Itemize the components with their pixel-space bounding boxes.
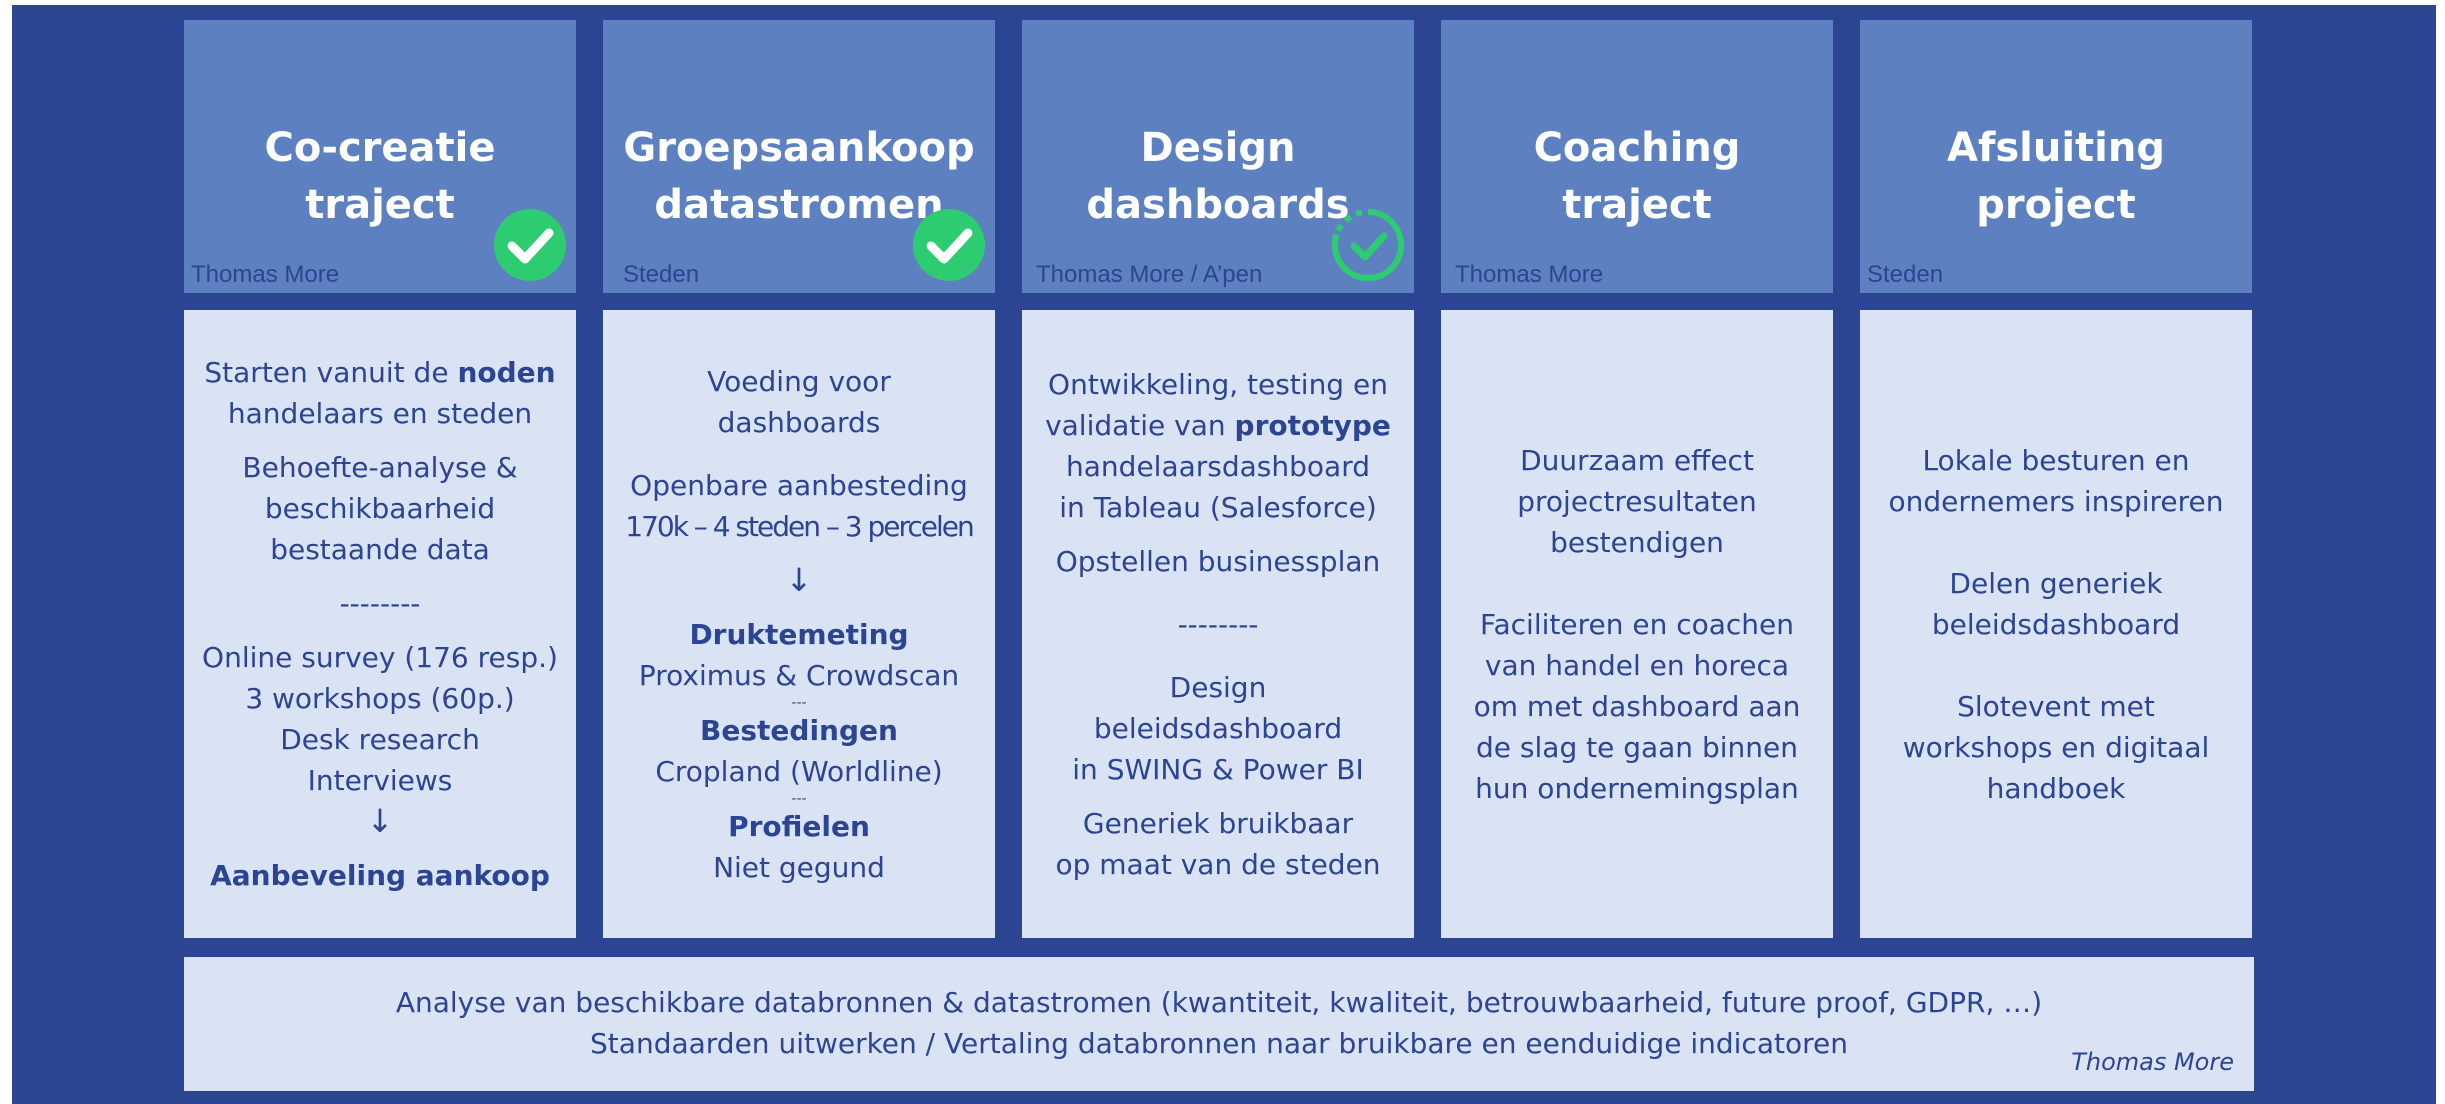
column-title: Groepsaankoop datastromen	[623, 125, 975, 228]
bottom-line-2: Standaarden uitwerken / Vertaling databr…	[590, 1027, 1848, 1060]
column-owner: Steden	[623, 261, 700, 288]
bottom-owner: Thomas More	[2071, 1048, 2234, 1076]
slide: Co-creatie traject Thomas More Starten v…	[12, 5, 2436, 1104]
column-header: Afsluiting project Steden	[1860, 20, 2252, 293]
column-title: Co-creatie traject	[264, 125, 496, 228]
column-header: Co-creatie traject Thomas More	[184, 20, 576, 293]
column-title: Afsluiting project	[1946, 125, 2165, 228]
column-owner: Thomas More / A’pen	[1036, 261, 1263, 288]
column-body: Starten vanuit de noden handelaars en st…	[184, 310, 576, 938]
column-body: Ontwikkeling, testing en validatie van p…	[1022, 310, 1414, 938]
column-owner: Thomas More	[191, 261, 340, 288]
column-body: Lokale besturen en ondernemers inspirere…	[1860, 310, 2252, 938]
arrow-down-icon: ↓	[785, 560, 813, 599]
separator: ---	[791, 694, 807, 711]
column-body: Voeding voor dashboards Openbare aanbest…	[603, 310, 995, 938]
bottom-banner: Analyse van beschikbare databronnen & da…	[184, 957, 2254, 1091]
column-header: Design dashboards Thomas More / A’pen	[1022, 20, 1414, 293]
arrow-down-icon: ↓	[366, 802, 394, 840]
column-owner: Steden	[1867, 261, 1944, 288]
column-title: Design dashboards	[1086, 125, 1350, 228]
column-body: Duurzaam effect projectresultaten besten…	[1441, 310, 1833, 938]
column-header: Groepsaankoop datastromen Steden	[603, 20, 995, 293]
column-owner: Thomas More	[1455, 261, 1604, 288]
bottom-line-1: Analyse van beschikbare databronnen & da…	[395, 986, 2043, 1019]
separator: --------	[1177, 607, 1259, 641]
column-title: Coaching traject	[1533, 125, 1741, 228]
column-header: Coaching traject Thomas More	[1441, 20, 1833, 293]
separator: ---	[791, 790, 807, 807]
check-circle-icon	[913, 209, 985, 281]
check-circle-icon	[494, 209, 566, 281]
progress-check-icon	[1332, 208, 1404, 281]
separator: --------	[339, 587, 421, 620]
